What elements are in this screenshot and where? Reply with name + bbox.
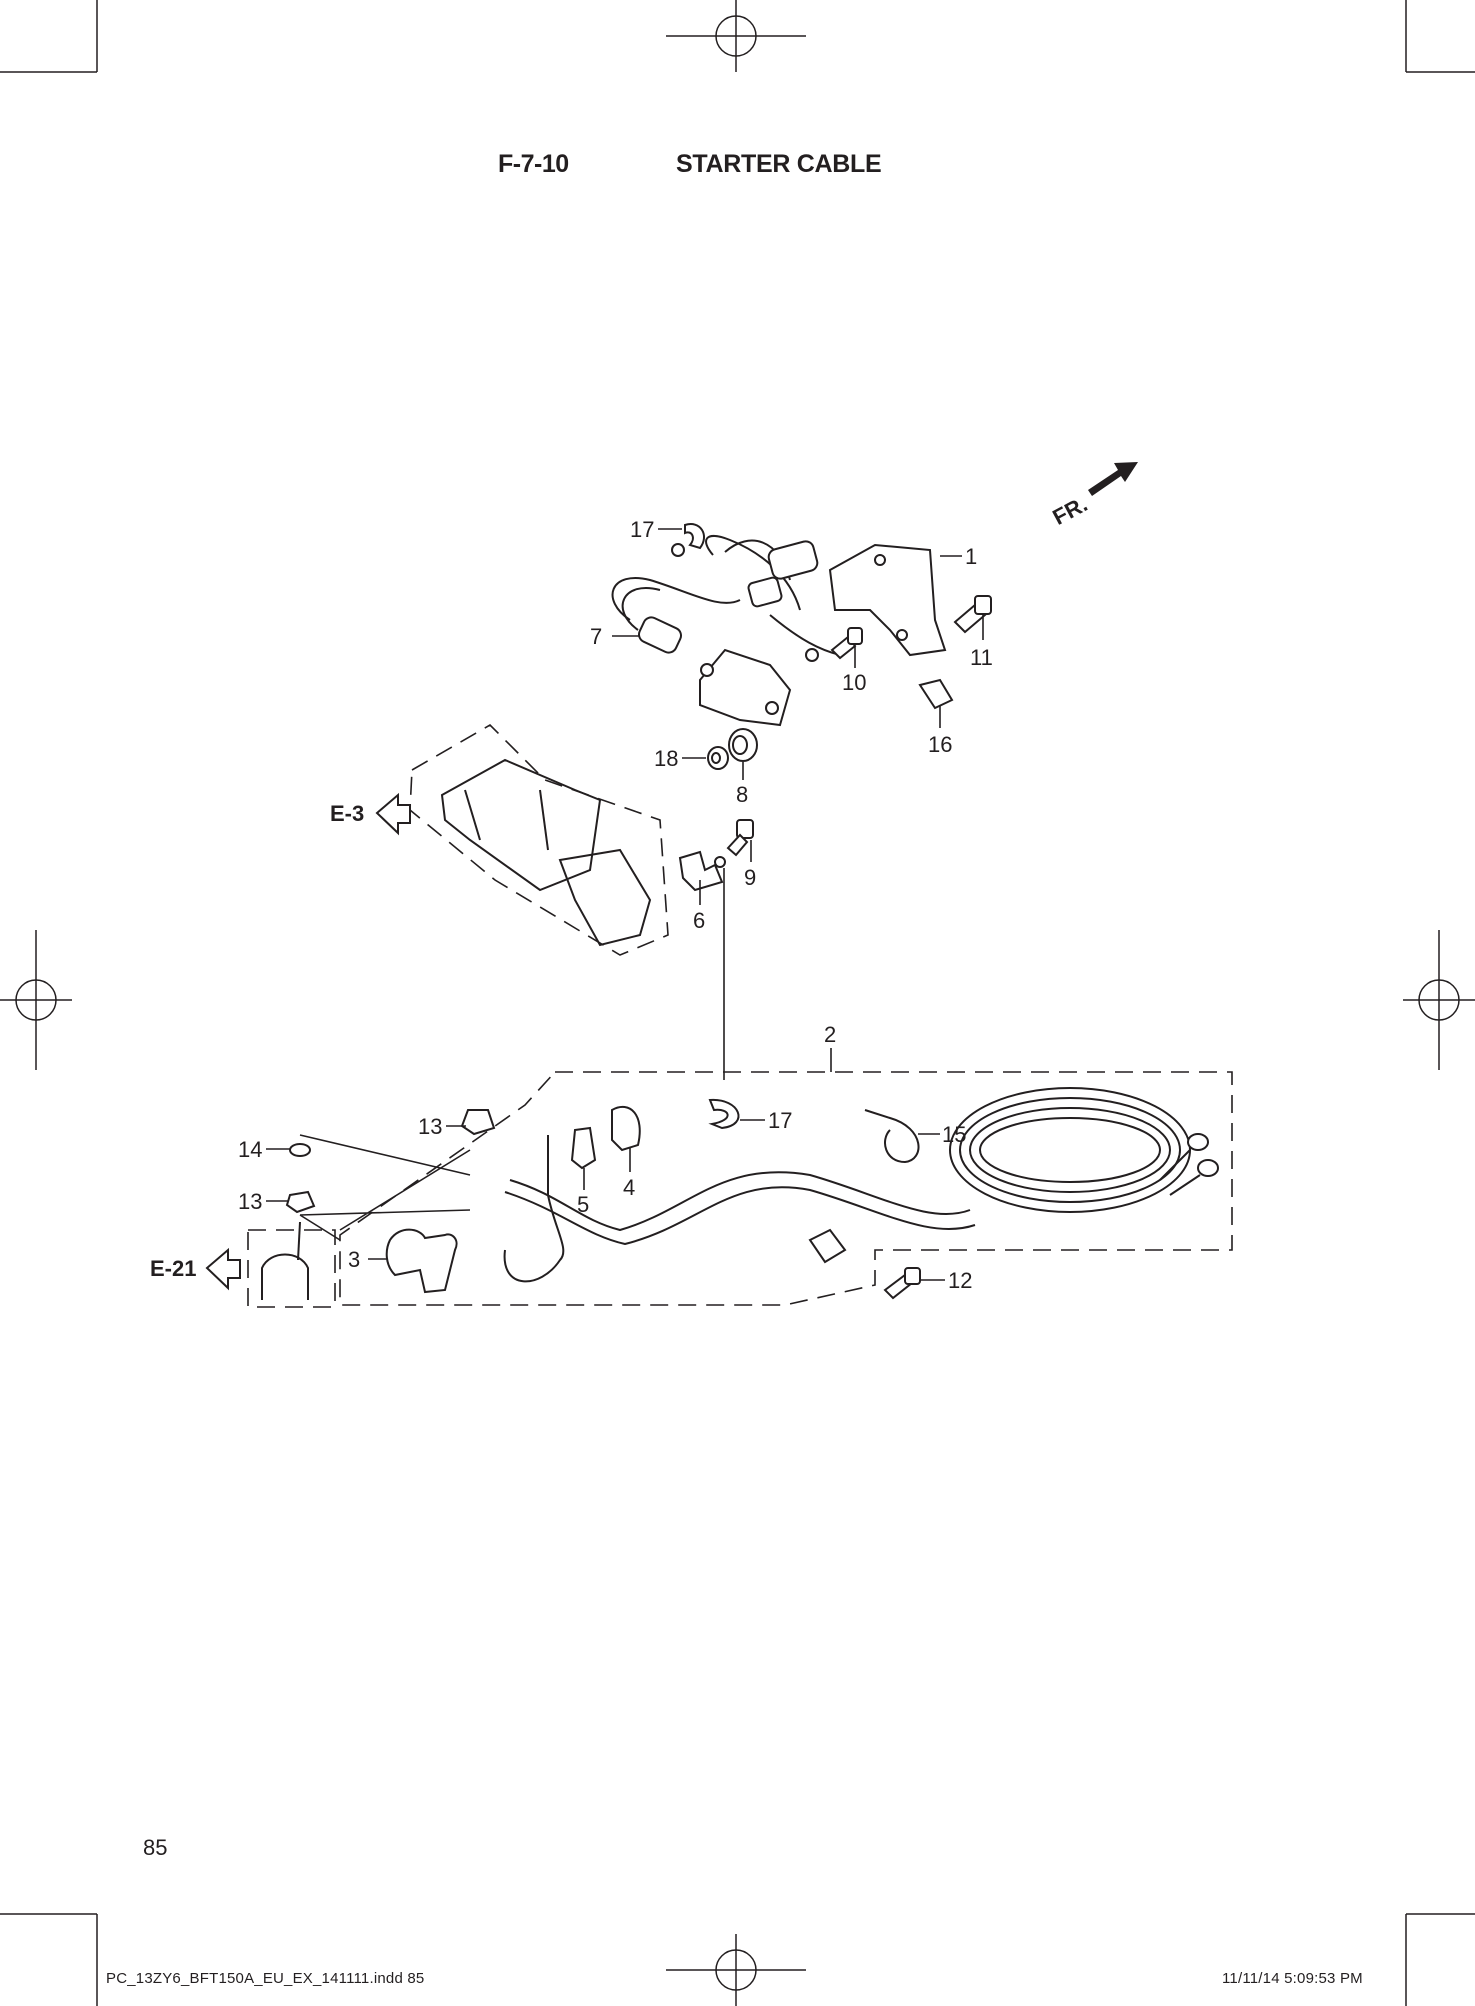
terminal-boot-5: [570, 1126, 597, 1170]
svg-text:17: 17: [768, 1108, 792, 1133]
leader-lines-nuts: [299, 1134, 471, 1241]
callout-10: 10: [842, 646, 866, 695]
callout-9: 9: [744, 840, 756, 890]
connector-plug: [638, 616, 682, 654]
starter-cable-2: [503, 1087, 1219, 1283]
svg-text:2: 2: [824, 1022, 836, 1047]
starter-solenoid-reference: [247, 1221, 336, 1308]
svg-text:7: 7: [590, 624, 602, 649]
clip-17-upper: [671, 523, 705, 557]
svg-text:4: 4: [623, 1175, 635, 1200]
reference-arrow-e3-icon: [375, 792, 411, 836]
registration-mark-left: [0, 930, 72, 1070]
callout-14: 14: [238, 1137, 290, 1162]
svg-text:15: 15: [942, 1122, 966, 1147]
svg-text:11: 11: [970, 645, 993, 670]
svg-text:9: 9: [744, 865, 756, 890]
nut-13-upper: [460, 1109, 496, 1136]
bolt-11: [953, 595, 992, 634]
callout-11: 11: [970, 614, 993, 670]
wire-harness-assembly: [611, 535, 841, 727]
cable-bracket-6: [678, 850, 726, 892]
callout-18: 18: [654, 746, 706, 771]
callout-16: 16: [928, 706, 952, 757]
registration-mark-top: [666, 0, 806, 72]
callout-5: 5: [577, 1168, 589, 1217]
callout-2: 2: [824, 1022, 836, 1072]
figure-code: F-7-10: [498, 150, 569, 178]
svg-text:14: 14: [238, 1137, 262, 1162]
bolt-12: [883, 1267, 921, 1300]
reference-label-e3: E-3: [330, 801, 364, 826]
terminal-boot-4: [611, 1105, 641, 1152]
svg-text:13: 13: [418, 1114, 442, 1139]
callout-15: 15: [918, 1122, 966, 1147]
clip-16: [918, 678, 954, 710]
bolt-9: [726, 819, 754, 857]
callout-8: 8: [736, 762, 748, 807]
connector-socket: [767, 540, 819, 580]
svg-text:12: 12: [948, 1268, 972, 1293]
footer-file-info: PC_13ZY6_BFT150A_EU_EX_141111.indd 85: [106, 1970, 425, 1987]
callout-3: 3: [348, 1247, 388, 1272]
svg-text:5: 5: [577, 1192, 589, 1217]
nut-13-lower: [285, 1190, 316, 1214]
front-direction-label: FR.: [1048, 491, 1091, 530]
callout-13-upper: 13: [418, 1114, 466, 1139]
registration-mark-bottom: [666, 1934, 806, 2006]
bolt-10: [830, 627, 863, 660]
page-number: 85: [143, 1835, 168, 1860]
callout-12: 12: [920, 1268, 972, 1293]
svg-text:8: 8: [736, 782, 748, 807]
callout-6: 6: [693, 880, 705, 933]
grommet-8: [728, 728, 758, 762]
svg-text:13: 13: [238, 1189, 262, 1214]
callout-17-upper: 17: [630, 517, 682, 542]
clip-17-lower: [708, 1098, 740, 1130]
registration-mark-right: [1403, 930, 1475, 1070]
mounting-bracket: [828, 543, 947, 657]
collar-18: [707, 746, 729, 770]
callout-4: 4: [623, 1148, 635, 1200]
control-module: [699, 648, 792, 727]
footer-timestamp: 11/11/14 5:09:53 PM: [1222, 1970, 1363, 1987]
svg-text:18: 18: [654, 746, 678, 771]
svg-text:3: 3: [348, 1247, 360, 1272]
starter-cable-outline: [339, 1071, 1233, 1306]
callout-7: 7: [590, 624, 640, 649]
connector-small: [747, 576, 783, 608]
cable-tie-15: [864, 1109, 920, 1164]
svg-text:16: 16: [928, 732, 952, 757]
callout-13-lower: 13: [238, 1189, 288, 1214]
figure-title: STARTER CABLE: [676, 150, 882, 178]
callout-17-lower: 17: [740, 1108, 792, 1133]
reference-arrow-e21-icon: [205, 1247, 241, 1291]
washer-14: [289, 1143, 311, 1157]
terminal-cover-3: [385, 1228, 458, 1294]
svg-text:6: 6: [693, 908, 705, 933]
svg-text:17: 17: [630, 517, 654, 542]
svg-text:1: 1: [965, 544, 977, 569]
reference-label-e21: E-21: [150, 1256, 196, 1281]
front-direction-arrow-icon: [1088, 462, 1138, 496]
engine-mount-reference: [409, 724, 669, 956]
callout-1: 1: [940, 544, 977, 569]
svg-text:10: 10: [842, 670, 866, 695]
